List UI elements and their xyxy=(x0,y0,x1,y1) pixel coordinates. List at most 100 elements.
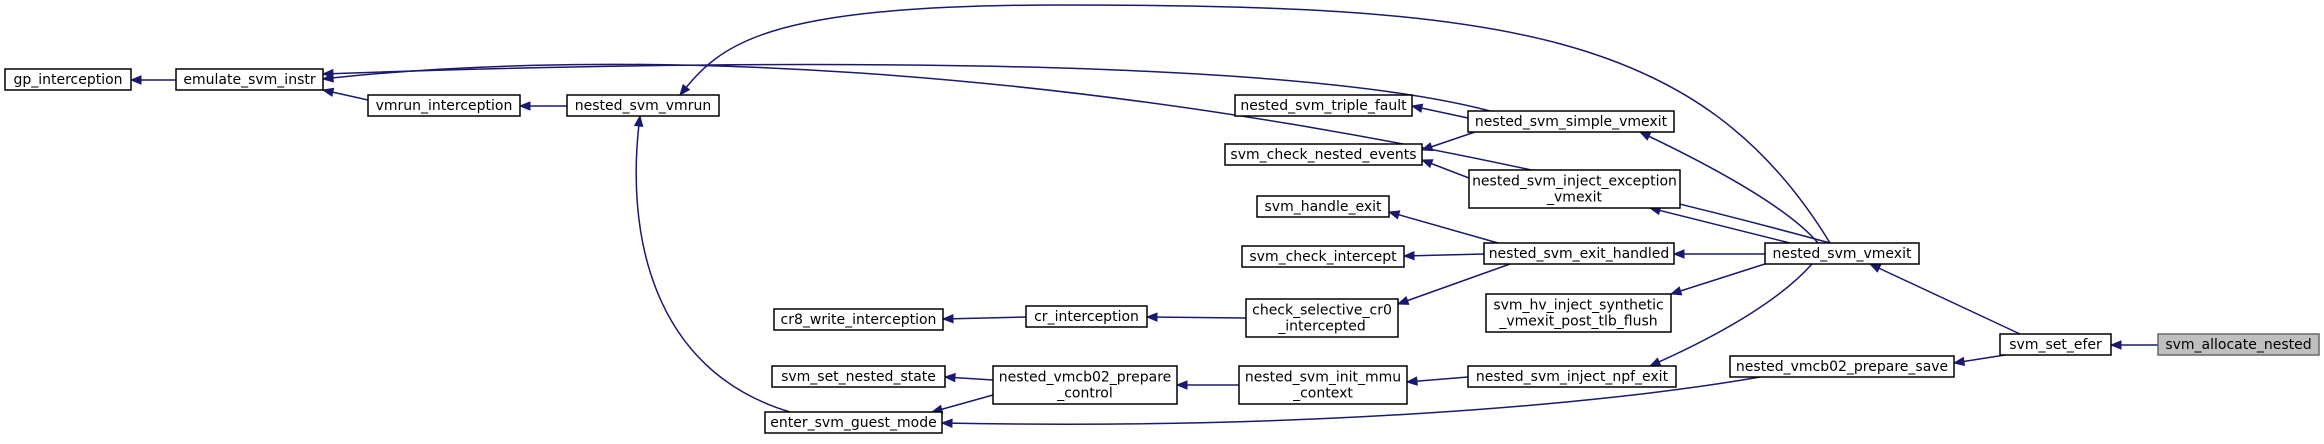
node-box xyxy=(1241,245,1405,268)
arrowhead xyxy=(943,372,956,383)
node-box xyxy=(2157,333,2320,356)
edge-nested_svm_exit_handled-to-svm_check_intercept xyxy=(1402,251,1485,261)
node-layer: svm_allocate_nested svm_set_efer nested_sv… xyxy=(4,68,2320,434)
node-box xyxy=(1764,242,1920,265)
node-svm_set_nested_state[interactable]: svm_set_nested_state xyxy=(771,365,946,388)
node-label-line: nested_svm_simple_vmexit xyxy=(1475,114,1668,130)
node-box xyxy=(566,94,720,117)
arrowhead xyxy=(1175,380,1188,390)
node-label-line: enter_svm_guest_mode xyxy=(770,415,936,431)
node-box xyxy=(764,411,943,434)
node-box xyxy=(1467,110,1675,133)
node-label-line: _intercepted xyxy=(1277,319,1366,335)
node-check_selective_cr0_intercepted[interactable]: check_selective_cr0_intercepted xyxy=(1245,298,1399,338)
arrowhead xyxy=(1669,286,1683,296)
node-box xyxy=(1224,143,1423,166)
edge-check_selective_cr0_intercepted-to-cr_interception xyxy=(1145,312,1247,322)
edge-nested_svm_vmexit-to-nested_svm_vmrun xyxy=(679,4,1831,244)
node-label-line: _control xyxy=(1056,386,1113,402)
arrowhead xyxy=(1145,312,1158,322)
node-nested_vmcb02_prepare_save[interactable]: nested_vmcb02_prepare_save xyxy=(1729,355,1955,378)
edge-nested_vmcb02_prepare_save-to-enter_svm_guest_mode xyxy=(940,376,1761,428)
edge-enter_svm_guest_mode-to-nested_svm_vmrun xyxy=(633,114,791,413)
node-label-line: svm_check_nested_events xyxy=(1230,147,1416,163)
edge-cr_interception-to-cr8_write_interception xyxy=(941,314,1027,324)
node-nested_svm_vmexit[interactable]: nested_svm_vmexit xyxy=(1764,242,1920,265)
edge-nested_vmcb02_prepare_control-to-svm_set_nested_state xyxy=(943,372,994,383)
node-label-line: nested_svm_inject_exception xyxy=(1472,174,1677,190)
node-nested_svm_init_mmu_context[interactable]: nested_svm_init_mmu_context xyxy=(1238,365,1408,405)
arrowhead xyxy=(679,83,691,97)
arrowhead xyxy=(1387,210,1401,220)
arrowhead xyxy=(1420,159,1434,169)
node-box xyxy=(175,68,324,91)
node-svm_set_efer[interactable]: svm_set_efer xyxy=(1999,333,2112,356)
node-box xyxy=(1729,355,1955,378)
edge-svm_set_efer-to-nested_svm_vmexit xyxy=(1868,263,2021,335)
node-enter_svm_guest_mode[interactable]: enter_svm_guest_mode xyxy=(764,411,943,434)
edge-nested_svm_init_mmu_context-to-nested_vmcb02_prepare_control xyxy=(1175,380,1239,390)
edge-nested_svm_exit_handled-to-svm_handle_exit xyxy=(1387,210,1499,244)
edge-nested_vmcb02_prepare_control-to-enter_svm_guest_mode xyxy=(930,394,994,414)
node-cr_interception[interactable]: cr_interception xyxy=(1025,305,1148,328)
node-box xyxy=(773,308,944,331)
node-label-line: emulate_svm_instr xyxy=(183,72,315,88)
node-box xyxy=(1238,365,1408,405)
node-cr8_write_interception[interactable]: cr8_write_interception xyxy=(773,308,944,331)
node-box xyxy=(1483,242,1675,265)
edge-nested_svm_inject_exception_vmexit-to-svm_check_nested_events xyxy=(1420,159,1470,179)
node-svm_check_nested_events[interactable]: svm_check_nested_events xyxy=(1224,143,1423,166)
node-box xyxy=(1999,333,2112,356)
arrowhead xyxy=(1648,357,1662,367)
arrowhead xyxy=(321,87,335,97)
node-svm_hv_inject_synthetic_vmexit_post_tlb_flush[interactable]: svm_hv_inject_synthetic_vmexit_post_tlb_… xyxy=(1485,293,1672,333)
node-nested_svm_inject_npf_exit[interactable]: nested_svm_inject_npf_exit xyxy=(1467,365,1677,388)
arrowhead xyxy=(2109,340,2122,350)
node-label-line: svm_set_efer xyxy=(2009,337,2102,353)
node-svm_check_intercept[interactable]: svm_check_intercept xyxy=(1241,245,1405,268)
edge-nested_svm_vmexit-to-nested_svm_exit_handled xyxy=(1672,249,1765,259)
edge-nested_svm_inject_npf_exit-to-nested_svm_init_mmu_context xyxy=(1405,376,1469,386)
node-nested_vmcb02_prepare_control[interactable]: nested_vmcb02_prepare_control xyxy=(992,365,1178,405)
node-gp_interception[interactable]: gp_interception xyxy=(4,68,132,91)
node-nested_svm_exit_handled[interactable]: nested_svm_exit_handled xyxy=(1483,242,1675,265)
arrowhead xyxy=(1952,356,1966,367)
node-label-line: nested_svm_vmexit xyxy=(1773,246,1912,262)
edge-emulate_svm_instr-to-gp_interception xyxy=(129,75,176,85)
node-box xyxy=(771,365,946,388)
node-label-line: svm_hv_inject_synthetic xyxy=(1493,298,1663,314)
node-label-line: cr_interception xyxy=(1034,309,1139,325)
node-svm_allocate_nested: svm_allocate_nested xyxy=(2157,333,2320,356)
node-nested_svm_vmrun[interactable]: nested_svm_vmrun xyxy=(566,94,720,117)
node-vmrun_interception[interactable]: vmrun_interception xyxy=(367,94,521,117)
node-label-line: nested_vmcb02_prepare xyxy=(999,370,1172,386)
node-label-line: vmrun_interception xyxy=(376,98,513,114)
node-box xyxy=(1485,293,1672,333)
arrowhead xyxy=(1405,376,1418,386)
node-label-line: nested_svm_init_mmu xyxy=(1245,370,1401,386)
arrowhead xyxy=(633,114,644,127)
node-label-line: svm_set_nested_state xyxy=(781,369,936,385)
node-nested_svm_simple_vmexit[interactable]: nested_svm_simple_vmexit xyxy=(1467,110,1675,133)
node-label-line: nested_svm_vmrun xyxy=(575,98,711,114)
arrowhead xyxy=(941,314,954,324)
node-svm_handle_exit[interactable]: svm_handle_exit xyxy=(1256,195,1390,218)
arrowhead xyxy=(129,75,142,85)
node-nested_svm_inject_exception_vmexit[interactable]: nested_svm_inject_exception_vmexit xyxy=(1468,169,1681,209)
node-nested_svm_triple_fault[interactable]: nested_svm_triple_fault xyxy=(1234,94,1413,117)
node-label-line: svm_allocate_nested xyxy=(2165,337,2311,353)
node-box xyxy=(1467,365,1677,388)
node-label-line: _vmexit xyxy=(1546,190,1602,206)
arrowhead xyxy=(1672,249,1685,259)
node-box xyxy=(1256,195,1390,218)
node-box xyxy=(367,94,521,117)
node-box xyxy=(1468,169,1681,209)
edge-nested_svm_exit_handled-to-check_selective_cr0_intercepted xyxy=(1396,263,1511,305)
edge-vmrun_interception-to-emulate_svm_instr xyxy=(321,87,369,101)
arrowhead xyxy=(518,101,531,111)
arrowhead xyxy=(321,68,334,79)
node-emulate_svm_instr[interactable]: emulate_svm_instr xyxy=(175,68,324,91)
node-box xyxy=(1025,305,1148,328)
edge-nested_svm_vmexit-to-nested_svm_inject_exception_vmexit xyxy=(1648,205,1791,244)
